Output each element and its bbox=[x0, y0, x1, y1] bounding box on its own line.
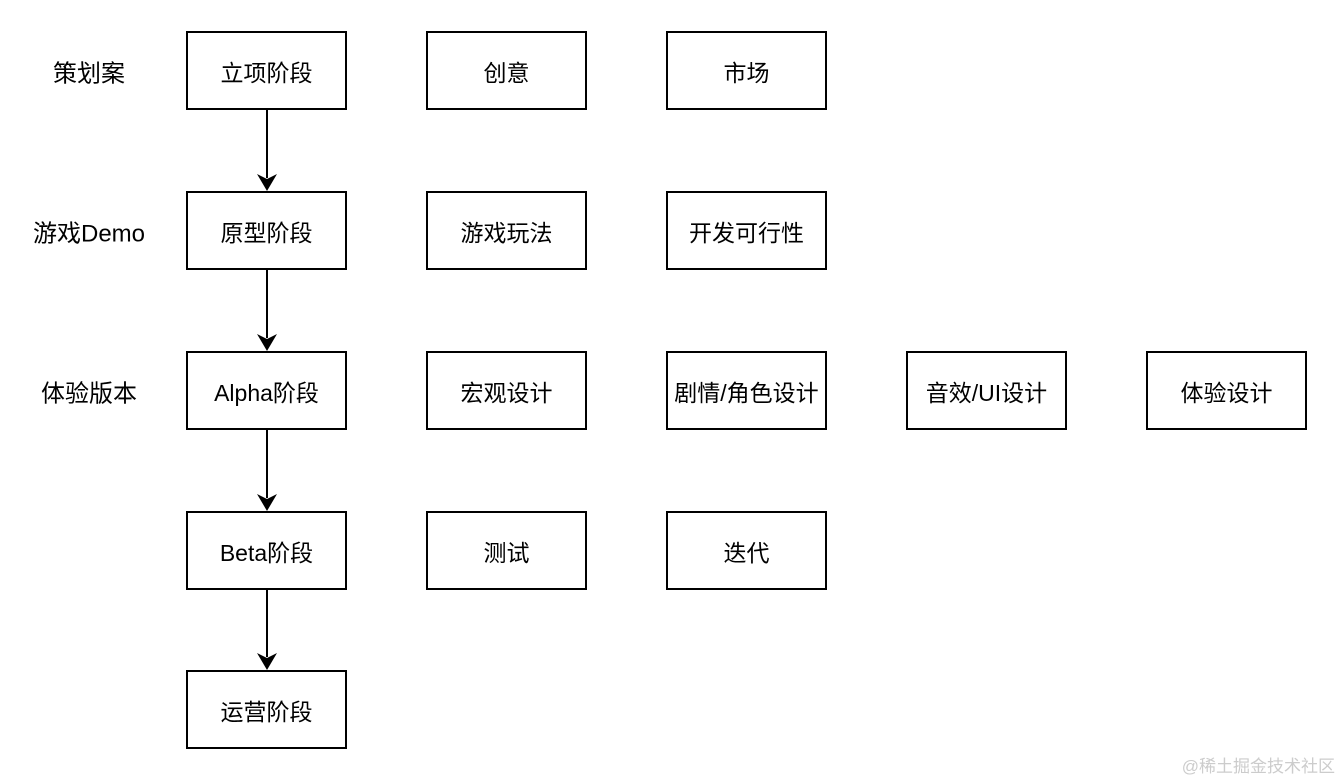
row-label: 游戏Demo bbox=[32, 220, 146, 247]
flow-node: 创意 bbox=[426, 31, 587, 110]
flow-node: Alpha阶段 bbox=[186, 351, 347, 430]
arrow-head bbox=[256, 334, 277, 351]
flow-node: 开发可行性 bbox=[666, 191, 827, 270]
flow-node: 立项阶段 bbox=[186, 31, 347, 110]
flow-node: 原型阶段 bbox=[186, 191, 347, 270]
flow-arrow bbox=[256, 110, 277, 191]
arrow-head bbox=[256, 653, 277, 670]
watermark: @稀土掘金技术社区 bbox=[1181, 757, 1335, 776]
row-label: 策划案 bbox=[53, 60, 125, 87]
flow-arrow bbox=[256, 270, 277, 351]
arrow-head bbox=[256, 494, 277, 511]
flow-arrow bbox=[256, 430, 277, 511]
flow-arrow bbox=[256, 590, 277, 670]
flow-node: Beta阶段 bbox=[186, 511, 347, 590]
flow-node: 宏观设计 bbox=[426, 351, 587, 430]
flow-node: 运营阶段 bbox=[186, 670, 347, 749]
flow-node: 体验设计 bbox=[1146, 351, 1307, 430]
flow-node: 迭代 bbox=[666, 511, 827, 590]
row-label: 体验版本 bbox=[41, 380, 137, 407]
flow-node: 音效/UI设计 bbox=[906, 351, 1067, 430]
flow-node: 剧情/角色设计 bbox=[666, 351, 827, 430]
flow-node: 测试 bbox=[426, 511, 587, 590]
flow-node: 市场 bbox=[666, 31, 827, 110]
arrow-head bbox=[256, 174, 277, 191]
flow-node: 游戏玩法 bbox=[426, 191, 587, 270]
